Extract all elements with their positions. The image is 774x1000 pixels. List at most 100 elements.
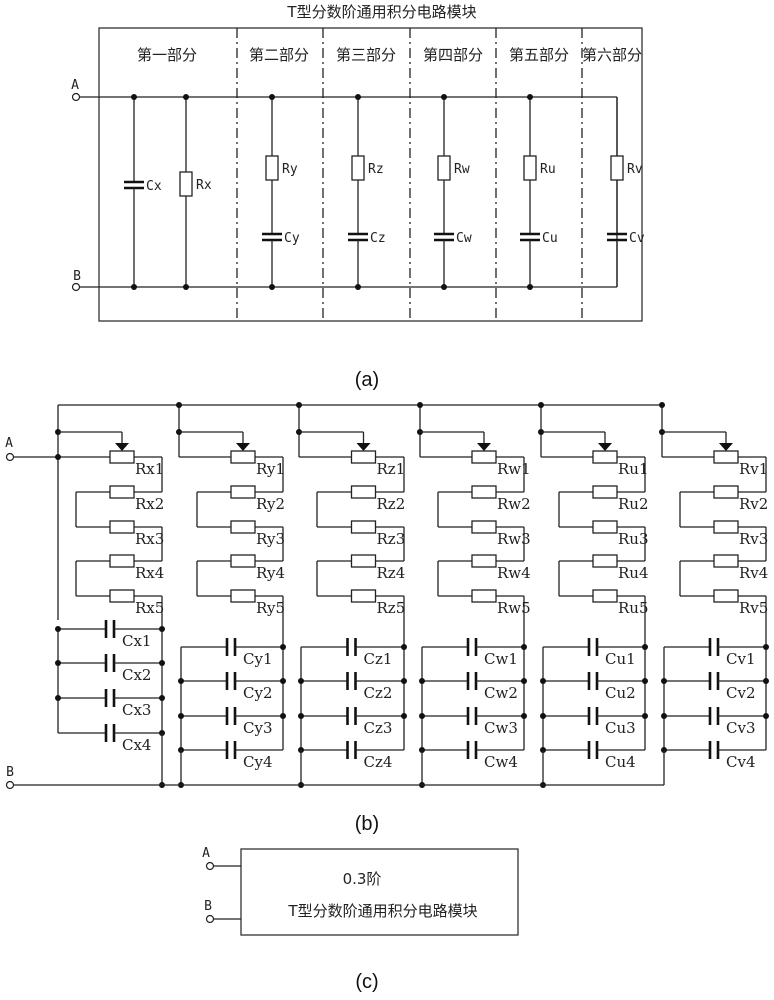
capacitor-label: Cz1 — [364, 650, 393, 668]
capacitor-label: Cv1 — [726, 650, 756, 668]
junction-dot — [540, 678, 546, 684]
capacitor-cy-label: Cy — [284, 231, 300, 246]
terminal-b-label: B — [6, 765, 14, 780]
junction-dot — [55, 454, 61, 460]
caption-c: (c) — [355, 971, 378, 993]
resistor-rx2 — [109, 485, 135, 499]
junction-dot — [159, 660, 165, 666]
resistor-label: Ry3 — [256, 530, 285, 548]
terminal — [5, 452, 15, 462]
capacitor-label: Cz2 — [364, 684, 393, 702]
wiper-arrow — [356, 443, 371, 451]
module-label: T型分数阶通用积分电路模块 — [287, 902, 477, 920]
capacitor-label: Cu2 — [605, 684, 636, 702]
resistor-rz1 — [350, 450, 377, 464]
junction-dot — [417, 402, 423, 408]
figure-a-title: T型分数阶通用积分电路模块 — [286, 3, 476, 21]
resistor-rx1 — [109, 450, 135, 464]
junction-dot — [661, 678, 667, 684]
terminal-b-label: B — [73, 269, 81, 284]
resistor-label: Rw4 — [497, 564, 531, 582]
junction-dot — [527, 284, 533, 290]
resistor-ru1 — [592, 450, 618, 464]
section-header-5: 第五部分 — [509, 46, 569, 64]
junction-dot — [642, 713, 648, 719]
resistor-rw2 — [471, 485, 497, 499]
resistor-rv1 — [713, 450, 739, 464]
wiper-arrow — [477, 443, 491, 451]
capacitor-label: Cu3 — [605, 719, 636, 737]
section-header-4: 第四部分 — [423, 46, 483, 64]
junction-dot — [178, 678, 184, 684]
resistor-rw — [437, 155, 451, 181]
figure-c: A B 0.3阶 T型分数阶通用积分电路模块 (c) — [202, 846, 519, 993]
junction-dot — [280, 713, 286, 719]
terminal — [5, 780, 15, 790]
junction-dot — [661, 713, 667, 719]
capacitor-label: Cy3 — [243, 719, 273, 737]
junction-dot — [355, 94, 361, 100]
terminal — [71, 92, 81, 102]
capacitor-label: Cy4 — [243, 753, 273, 771]
capacitor-label: Cu1 — [605, 650, 636, 668]
section-header-3: 第三部分 — [336, 46, 396, 64]
junction-dot — [298, 713, 304, 719]
terminal — [71, 282, 81, 292]
resistor-ry4 — [230, 554, 256, 568]
resistor-ru-label: Ru — [540, 162, 556, 177]
junction-dot — [401, 644, 407, 650]
resistor-label: Rx4 — [135, 564, 164, 582]
junction-dot — [55, 695, 61, 701]
wiper-arrow — [115, 443, 129, 451]
resistor-label: Ry1 — [256, 460, 285, 478]
terminal-b — [205, 914, 215, 924]
resistor-rz-label: Rz — [368, 162, 384, 177]
resistor-label: Ru2 — [618, 495, 649, 513]
resistor-rw4 — [471, 554, 497, 568]
resistor-rw1 — [471, 450, 497, 464]
resistor-label: Rw2 — [497, 495, 531, 513]
wiper-arrow — [236, 443, 250, 451]
capacitor-label: Cw1 — [484, 650, 518, 668]
junction-dot — [540, 713, 546, 719]
junction-dot — [521, 678, 527, 684]
capacitor-label: Cx2 — [122, 666, 151, 684]
resistor-label: Rv3 — [739, 530, 768, 548]
terminal-a — [205, 861, 215, 871]
module-block — [240, 848, 519, 936]
resistor-rv2 — [713, 485, 739, 499]
resistor-ry2 — [230, 485, 256, 499]
resistor-rz4 — [350, 554, 377, 568]
junction-dot — [55, 660, 61, 666]
junction-dot — [298, 678, 304, 684]
terminal-a-label: A — [5, 436, 13, 451]
resistor-ry5 — [230, 589, 256, 603]
junction-dot — [521, 644, 527, 650]
resistor-label: Ry2 — [256, 495, 285, 513]
resistor-ru5 — [592, 589, 618, 603]
resistor-rv-label: Rv — [627, 162, 643, 177]
resistor-rx — [179, 171, 193, 197]
resistor-label: Ry5 — [256, 599, 285, 617]
junction-dot — [131, 94, 137, 100]
resistor-ry — [265, 155, 279, 181]
capacitor-label: Cu4 — [605, 753, 636, 771]
section-header-6: 第六部分 — [582, 46, 642, 64]
capacitor-label: Cx3 — [122, 701, 151, 719]
capacitor-label: Cw2 — [484, 684, 518, 702]
resistor-rv5 — [713, 589, 739, 603]
resistor-label: Rz4 — [377, 564, 406, 582]
junction-dot — [642, 678, 648, 684]
junction-dot — [183, 94, 189, 100]
capacitor-label: Cy1 — [243, 650, 273, 668]
resistor-rz3 — [350, 520, 377, 534]
resistor-ry1 — [230, 450, 256, 464]
junction-dot — [159, 695, 165, 701]
resistor-label: Ru3 — [618, 530, 649, 548]
resistor-ru3 — [592, 520, 618, 534]
resistor-rz — [351, 155, 365, 181]
